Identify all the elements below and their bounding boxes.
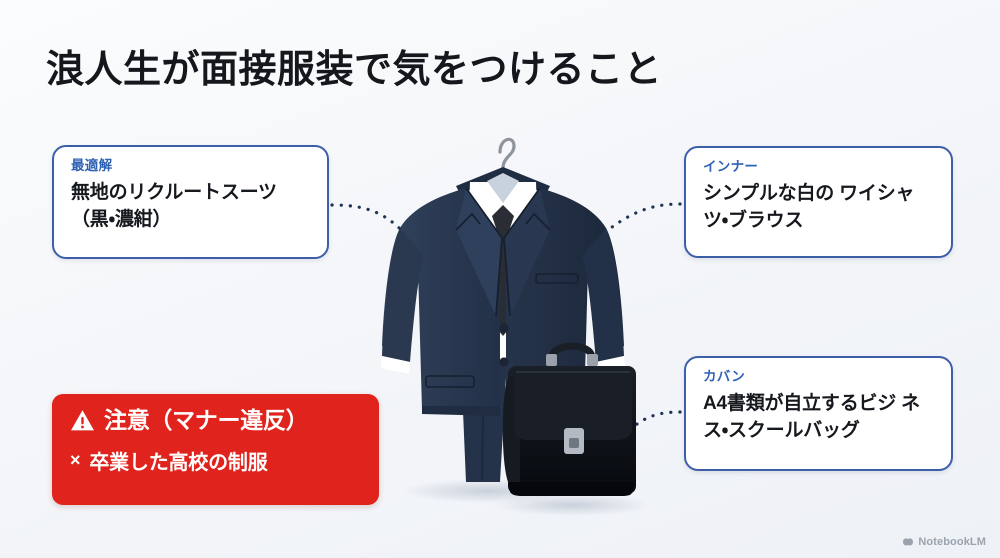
callout-optimal[interactable]: 最適解 無地のリクルートスーツ（黒・濃紺） [52, 145, 329, 259]
watermark-text: NotebookLM [918, 536, 986, 548]
warning-item-row: × 卒業した高校の制服 [70, 446, 361, 475]
warning-heading-row: 注意（マナー違反） [70, 407, 361, 435]
notebooklm-icon [903, 538, 914, 546]
jacket-pocket-left [425, 375, 475, 388]
briefcase-handle-mount-left [546, 354, 557, 366]
warning-triangle-icon [71, 410, 94, 431]
warning-box[interactable]: 注意（マナー違反） × 卒業した高校の制服 [52, 394, 379, 505]
briefcase-handle-mount-right [587, 354, 598, 366]
callout-inner-body: シンプルな白の ワイシャツ・ブラウス [703, 182, 915, 232]
warning-item-text: 卒業した高校の制服 [89, 451, 268, 474]
jacket-lapel-left [456, 188, 502, 316]
jacket-lapel-right [504, 188, 550, 316]
briefcase-shadow [494, 494, 650, 516]
callout-inner[interactable]: インナー シンプルな白の ワイシャツ・ブラウス [684, 146, 953, 258]
callout-optimal-body: 無地のリクルートスーツ（黒・濃紺） [71, 181, 277, 231]
sleeve-cuff-left [381, 356, 410, 374]
necktie [492, 205, 514, 228]
collar-gap [487, 173, 519, 203]
page-title: 浪人生が面接服装で気をつけること [46, 49, 663, 91]
briefcase-base-shadow [510, 482, 634, 496]
briefcase-flap [514, 368, 632, 440]
jacket-sleeve-left [382, 228, 424, 362]
lapel-notch-right [525, 212, 551, 231]
jacket-sleeve-right [582, 228, 624, 362]
jacket-hem [422, 406, 500, 416]
watermark: NotebookLM [902, 536, 986, 548]
lapel-outline [465, 187, 541, 317]
warning-heading-text: 注意（マナー違反） [104, 407, 309, 433]
jacket-chest-pocket [535, 273, 579, 284]
lapel-notch-left [455, 212, 481, 231]
jacket-button-top [499, 323, 509, 333]
jacket-button-bottom [499, 357, 509, 367]
x-mark-icon: × [70, 450, 81, 471]
hanger-hook-icon [498, 137, 516, 170]
callout-optimal-label: 最適解 [71, 158, 113, 173]
briefcase-clasp-inner [569, 438, 579, 448]
callout-bag[interactable]: カバン A4書類が自立するビジ ネス・スクールバッグ [684, 356, 953, 471]
callout-bag-label: カバン [703, 369, 746, 384]
suit-illustration [381, 137, 650, 516]
callout-inner-label: インナー [703, 159, 759, 174]
callout-bag-body: A4書類が自立するビジ ネス・スクールバッグ [703, 392, 920, 442]
